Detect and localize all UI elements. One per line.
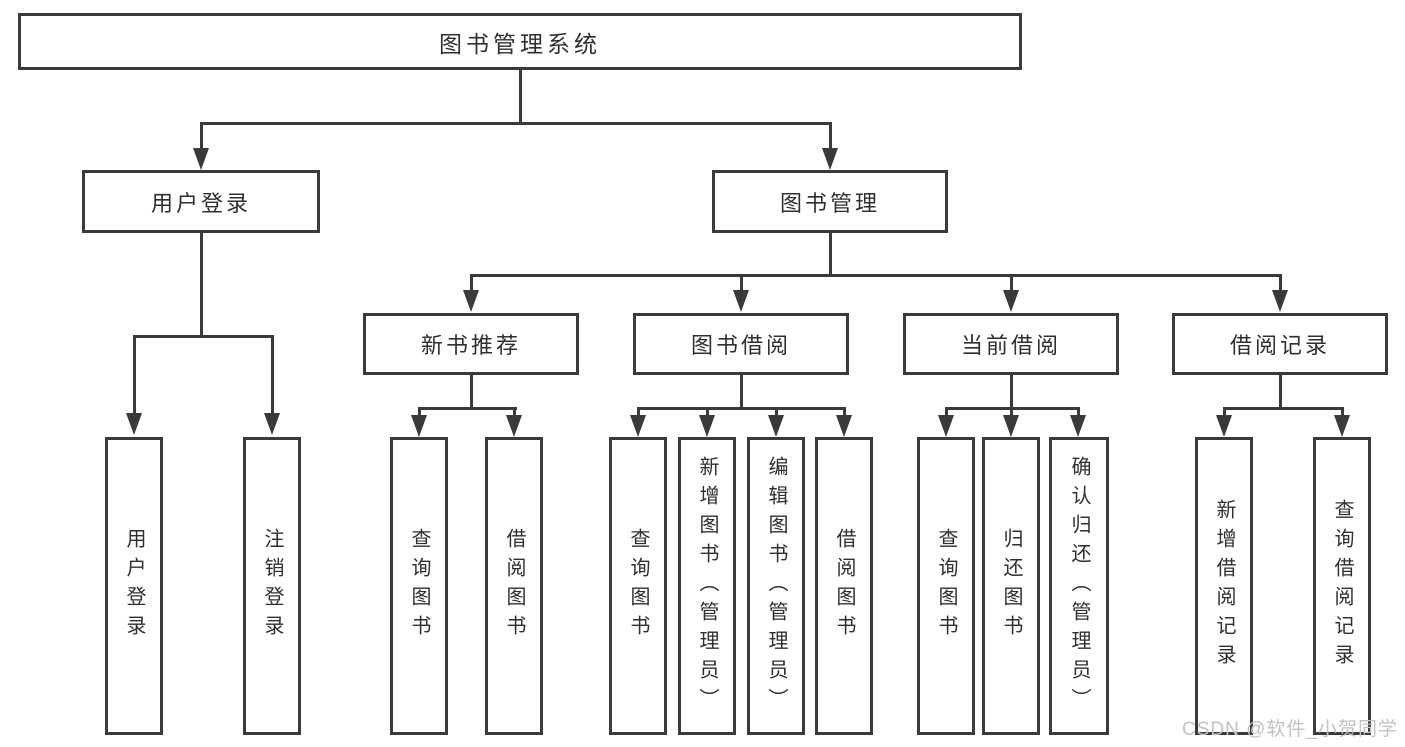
node-label: 确认归还（管理员） xyxy=(1068,455,1090,717)
arrow-down-icon xyxy=(699,407,715,437)
arrow-down-icon xyxy=(822,122,838,170)
connector-root-rail xyxy=(199,122,832,125)
leaf-query-books-current: 查询图书 xyxy=(917,437,975,735)
node-label: 用户登录 xyxy=(150,190,251,216)
node-label: 新增借阅记录 xyxy=(1213,499,1235,673)
node-book-management: 图书管理 xyxy=(712,170,948,233)
arrow-down-icon xyxy=(193,122,209,170)
node-label: 归还图书 xyxy=(1000,528,1022,644)
connector-book-borrowing-stub xyxy=(739,375,743,410)
leaf-add-borrow-record: 新增借阅记录 xyxy=(1195,437,1253,735)
arrow-down-icon xyxy=(1070,407,1086,437)
leaf-edit-books-admin: 编辑图书（管理员） xyxy=(747,437,805,735)
arrow-down-icon xyxy=(463,274,479,312)
leaf-user-login: 用户登录 xyxy=(105,437,163,735)
arrow-down-icon xyxy=(1272,274,1288,312)
node-label: 注销登录 xyxy=(261,528,283,644)
leaf-borrow-books: 借阅图书 xyxy=(815,437,873,735)
node-label: 图书管理 xyxy=(779,190,880,216)
arrow-down-icon xyxy=(1003,407,1019,437)
node-label: 当前借阅 xyxy=(960,333,1061,358)
node-label: 编辑图书（管理员） xyxy=(765,455,787,717)
node-label: 查询图书 xyxy=(627,528,649,644)
arrow-down-icon xyxy=(938,407,954,437)
node-label: 查询图书 xyxy=(935,528,957,644)
node-label: 图书借阅 xyxy=(690,333,791,358)
arrow-down-icon xyxy=(1003,274,1019,312)
node-user-login: 用户登录 xyxy=(82,170,320,233)
arrow-down-icon xyxy=(1216,407,1232,437)
leaf-query-books-recommend: 查询图书 xyxy=(390,437,448,735)
arrow-down-icon xyxy=(411,407,427,437)
node-current-borrowing: 当前借阅 xyxy=(903,313,1119,375)
connector-new-book-stub xyxy=(469,375,473,410)
arrow-down-icon xyxy=(1334,407,1350,437)
node-borrowing-records: 借阅记录 xyxy=(1172,313,1388,375)
csdn-watermark: CSDN @软件_小贺同学 xyxy=(1182,719,1398,740)
leaf-confirm-return-admin: 确认归还（管理员） xyxy=(1049,437,1109,735)
connector-user-login-stub xyxy=(199,233,203,337)
connector-new-book-rail xyxy=(417,407,517,410)
connector-user-login-rail xyxy=(132,335,274,338)
arrow-down-icon xyxy=(768,407,784,437)
connector-borrowing-records-rail xyxy=(1222,407,1344,410)
arrow-down-icon xyxy=(836,407,852,437)
leaf-logout: 注销登录 xyxy=(243,437,301,735)
connector-root-stub xyxy=(518,70,522,125)
arrow-down-icon xyxy=(733,274,749,312)
node-new-book-recommendation: 新书推荐 xyxy=(363,313,579,375)
arrow-down-icon xyxy=(264,335,280,435)
node-label: 新书推荐 xyxy=(420,333,521,358)
leaf-add-books-admin: 新增图书（管理员） xyxy=(678,437,736,735)
node-label: 借阅图书 xyxy=(833,528,855,644)
connector-book-management-rail xyxy=(469,274,1282,277)
arrow-down-icon xyxy=(126,335,142,435)
node-label: 用户登录 xyxy=(123,528,145,644)
connector-current-borrowing-stub xyxy=(1009,375,1013,410)
node-label: 查询借阅记录 xyxy=(1331,499,1353,673)
node-label: 新增图书（管理员） xyxy=(696,455,718,717)
node-label: 借阅图书 xyxy=(503,528,525,644)
leaf-query-borrow-record: 查询借阅记录 xyxy=(1313,437,1371,735)
arrow-down-icon xyxy=(506,407,522,437)
leaf-borrow-books-recommend: 借阅图书 xyxy=(485,437,543,735)
node-label: 图书管理系统 xyxy=(439,30,601,57)
connector-book-management-stub xyxy=(828,233,832,277)
node-label: 借阅记录 xyxy=(1229,333,1330,358)
node-library-management-system: 图书管理系统 xyxy=(18,13,1022,70)
leaf-return-books: 归还图书 xyxy=(982,437,1040,735)
node-book-borrowing: 图书借阅 xyxy=(633,313,849,375)
arrow-down-icon xyxy=(630,407,646,437)
node-label: 查询图书 xyxy=(408,528,430,644)
connector-borrowing-records-stub xyxy=(1278,375,1282,410)
connector-book-borrowing-rail xyxy=(636,407,846,410)
leaf-query-books-borrowing: 查询图书 xyxy=(609,437,667,735)
